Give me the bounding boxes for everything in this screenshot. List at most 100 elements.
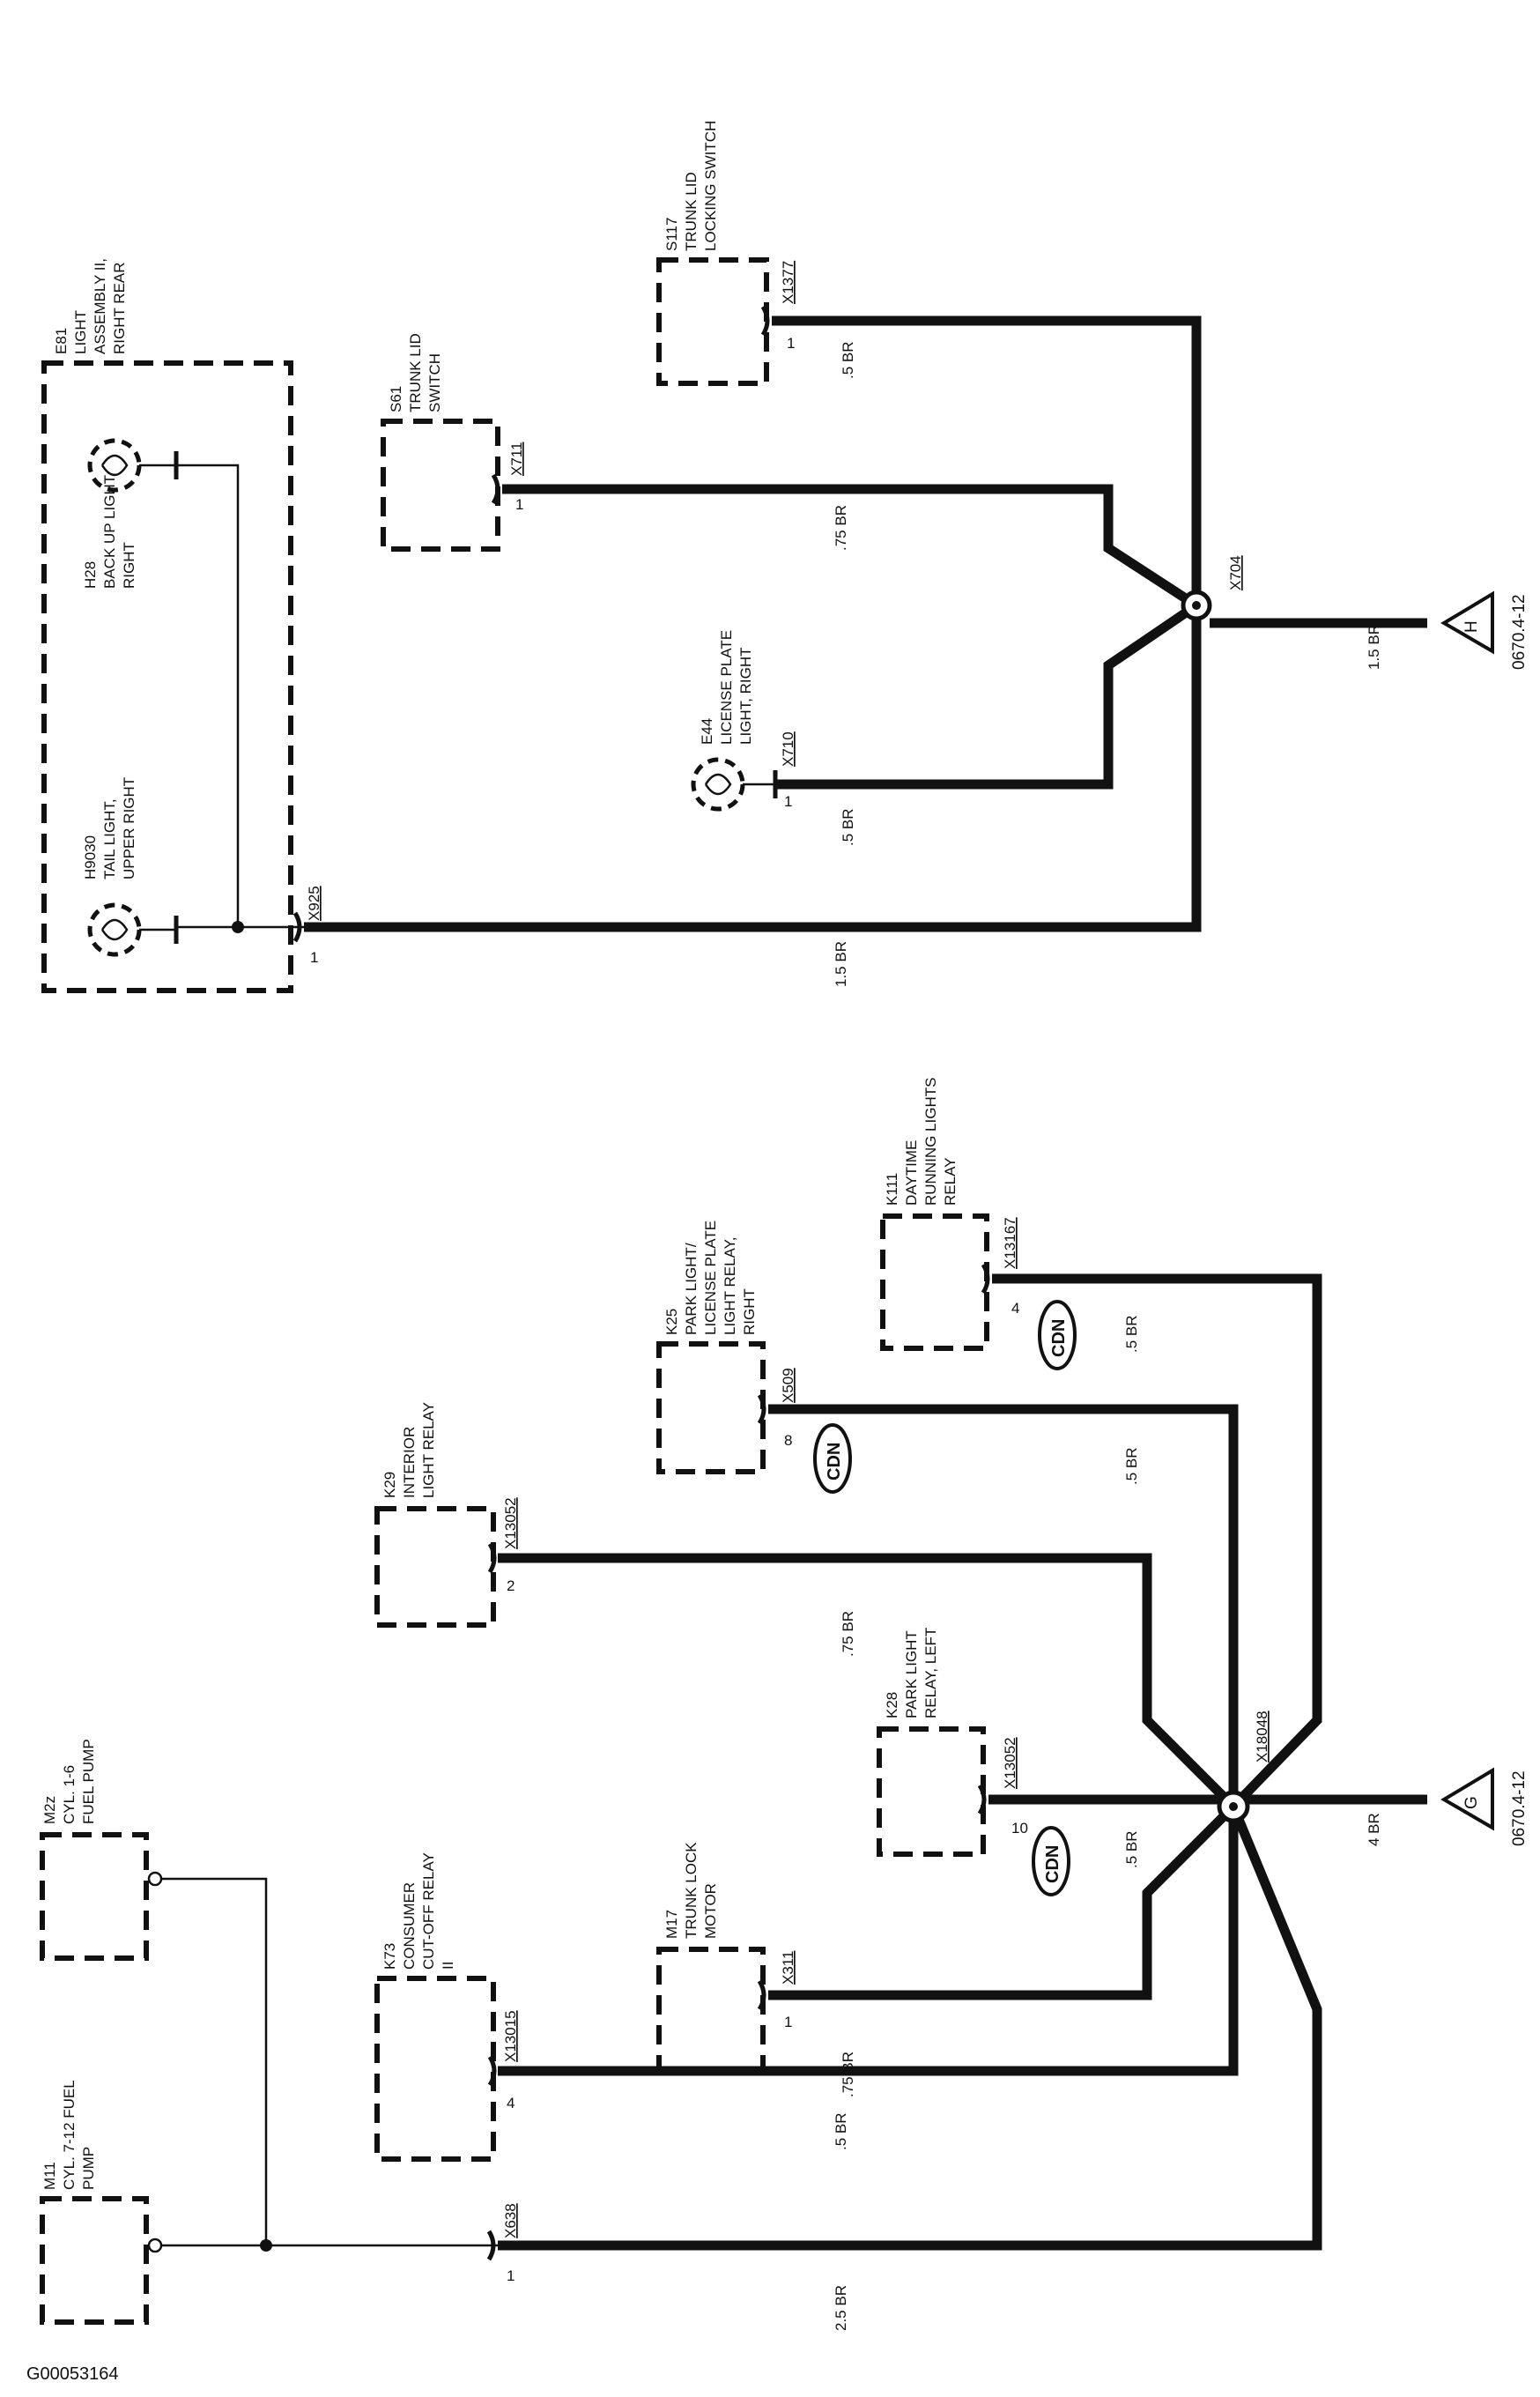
x711-connector-label: X711	[508, 442, 525, 476]
x13015-pin: 4	[507, 2095, 515, 2111]
x704-splice-dot	[1192, 601, 1201, 610]
x711-pin: 1	[515, 496, 523, 513]
wire-x711-x704	[502, 484, 1199, 610]
ref-h-page: 0670.4-12	[1510, 594, 1529, 670]
h9030-line2: UPPER RIGHT	[121, 777, 137, 879]
k111-label: K111 DAYTIME RUNNING LIGHTS RELAY	[884, 1078, 959, 1206]
wire-x925-x704	[304, 605, 1202, 932]
ref-h-flag-icon	[1440, 590, 1494, 655]
cdn-badge-x13052b	[1032, 1826, 1070, 1896]
s117-line2: LOCKING SWITCH	[702, 121, 719, 251]
s61-switch-box	[381, 419, 500, 552]
k25-label: K25 PARK LIGHT/ LICENSE PLATE LIGHT RELA…	[663, 1221, 758, 1335]
k73-line3: II	[440, 1962, 456, 1970]
wire-x311-gauge: .75 BR	[840, 2052, 856, 2097]
x509-connector-icon	[757, 1393, 766, 1425]
cdn-label-x13167: CDN	[1049, 1319, 1069, 1357]
m2z-label: M2z CYL. 1-6 FUEL PUMP	[41, 1739, 97, 1824]
m2z-line2: FUEL PUMP	[80, 1739, 97, 1824]
m2z-terminal-icon	[147, 1871, 163, 1887]
wire-x13167-gauge: .5 BR	[1123, 1315, 1140, 1353]
k28-label: K28 PARK LIGHT RELAY, LEFT	[884, 1628, 939, 1718]
m11-terminal-icon	[147, 2237, 163, 2253]
k111-line3: RELAY	[942, 1158, 959, 1206]
k25-line3: LIGHT RELAY,	[722, 1237, 738, 1336]
k29-label: K29 INTERIOR LIGHT RELAY	[381, 1402, 437, 1498]
e81-line2: ASSEMBLY II,	[92, 258, 108, 354]
e81-id: E81	[53, 328, 70, 354]
x13015-connector-label: X13015	[502, 2010, 519, 2062]
k25-line2: LICENSE PLATE	[702, 1221, 719, 1335]
x13052b-connector-label: X13052	[1002, 1737, 1018, 1789]
wire-x311-x18048	[768, 1803, 1237, 2000]
x13167-pin: 4	[1011, 1300, 1019, 1317]
cdn-badge-x509	[813, 1423, 852, 1494]
e81-label: E81 LIGHT ASSEMBLY II, RIGHT REAR	[53, 258, 128, 354]
x13052a-connector-icon	[487, 1542, 497, 1574]
wire-x1377-gauge: .5 BR	[840, 341, 856, 379]
m2z-id: M2z	[41, 1796, 58, 1824]
k73-id: K73	[381, 1943, 398, 1970]
k73-line1: CONSUMER	[401, 1882, 418, 1970]
m17-motor-box	[656, 1947, 766, 2075]
m11-line2: PUMP	[80, 2147, 97, 2190]
document-id: G00053164	[26, 2364, 119, 2384]
s61-line1: TRUNK LID	[407, 333, 424, 412]
x18048-splice-dot	[1229, 1802, 1238, 1811]
s61-line2: SWITCH	[426, 353, 443, 412]
x509-connector-label: X509	[780, 1368, 796, 1403]
h9030-bulb-icon	[87, 902, 179, 957]
e81-internal-wire	[176, 464, 240, 929]
m17-id: M17	[663, 1910, 680, 1939]
x311-connector-icon	[757, 1979, 766, 2011]
e81-line1: LIGHT	[72, 310, 89, 354]
ref-g-page: 0670.4-12	[1510, 1770, 1529, 1846]
fuel-pump-ground-wire	[161, 1877, 268, 2247]
wire-x1377-x704	[772, 315, 1202, 605]
lower-section: M2z CYL. 1-6 FUEL PUMP M11 CYL. 7-12 FUE…	[40, 1078, 1529, 2331]
h28-label: H28 BACK UP LIGHT, RIGHT	[82, 472, 137, 589]
x13052a-pin: 2	[507, 1577, 515, 1594]
m11-fuel-pump-box	[40, 2196, 149, 2325]
s61-id: S61	[388, 386, 404, 412]
k25-line1: PARK LIGHT/	[683, 1243, 700, 1335]
m17-line2: MOTOR	[702, 1883, 719, 1939]
k73-relay-box	[374, 1976, 496, 2162]
m17-line1: TRUNK LOCK	[683, 1842, 700, 1939]
k29-relay-box	[374, 1506, 496, 1628]
k29-line1: INTERIOR	[401, 1427, 418, 1498]
m11-id: M11	[41, 2162, 58, 2190]
wire-x704-gauge: 1.5 BR	[1366, 624, 1382, 670]
k111-line2: RUNNING LIGHTS	[922, 1078, 939, 1206]
k73-label: K73 CONSUMER CUT-OFF RELAY II	[381, 1852, 456, 1970]
x704-connector-label: X704	[1227, 555, 1244, 590]
e44-label: E44 LICENSE PLATE LIGHT, RIGHT	[699, 630, 754, 745]
wire-x925-gauge: 1.5 BR	[833, 941, 849, 987]
x13167-connector-label: X13167	[1002, 1217, 1018, 1269]
m11-label: M11 CYL. 7-12 FUEL PUMP	[41, 2080, 97, 2190]
k28-id: K28	[884, 1692, 900, 1718]
cdn-badge-x13167	[1038, 1300, 1077, 1370]
x13052b-connector-icon	[977, 1784, 987, 1815]
wire-x710-x704	[775, 601, 1200, 790]
x638-pin: 1	[507, 2267, 515, 2284]
s117-switch-box	[656, 257, 769, 386]
k111-id: K111	[884, 1173, 900, 1206]
x638-connector-label: X638	[502, 2203, 519, 2238]
s117-id: S117	[663, 218, 680, 251]
k111-relay-box	[880, 1213, 989, 1351]
x311-connector-label: X311	[780, 1951, 796, 1985]
x1377-connector-label: X1377	[780, 261, 796, 304]
h28-line2: RIGHT	[121, 542, 137, 589]
x710-pin: 1	[784, 793, 792, 810]
upper-section: E81 LIGHT ASSEMBLY II, RIGHT REAR H28 BA…	[41, 121, 1529, 993]
x13167-connector-icon	[981, 1263, 990, 1295]
e81-light-assembly-box	[41, 360, 293, 993]
k28-relay-box	[877, 1726, 986, 1857]
wire-x710-gauge: .5 BR	[840, 808, 856, 846]
x1377-connector-icon	[760, 305, 770, 337]
ref-h-letter: H	[1462, 620, 1481, 633]
wire-x509-gauge: .5 BR	[1123, 1447, 1140, 1485]
h28-id: H28	[82, 561, 99, 589]
wire-x638-gauge: 2.5 BR	[833, 2285, 849, 2331]
